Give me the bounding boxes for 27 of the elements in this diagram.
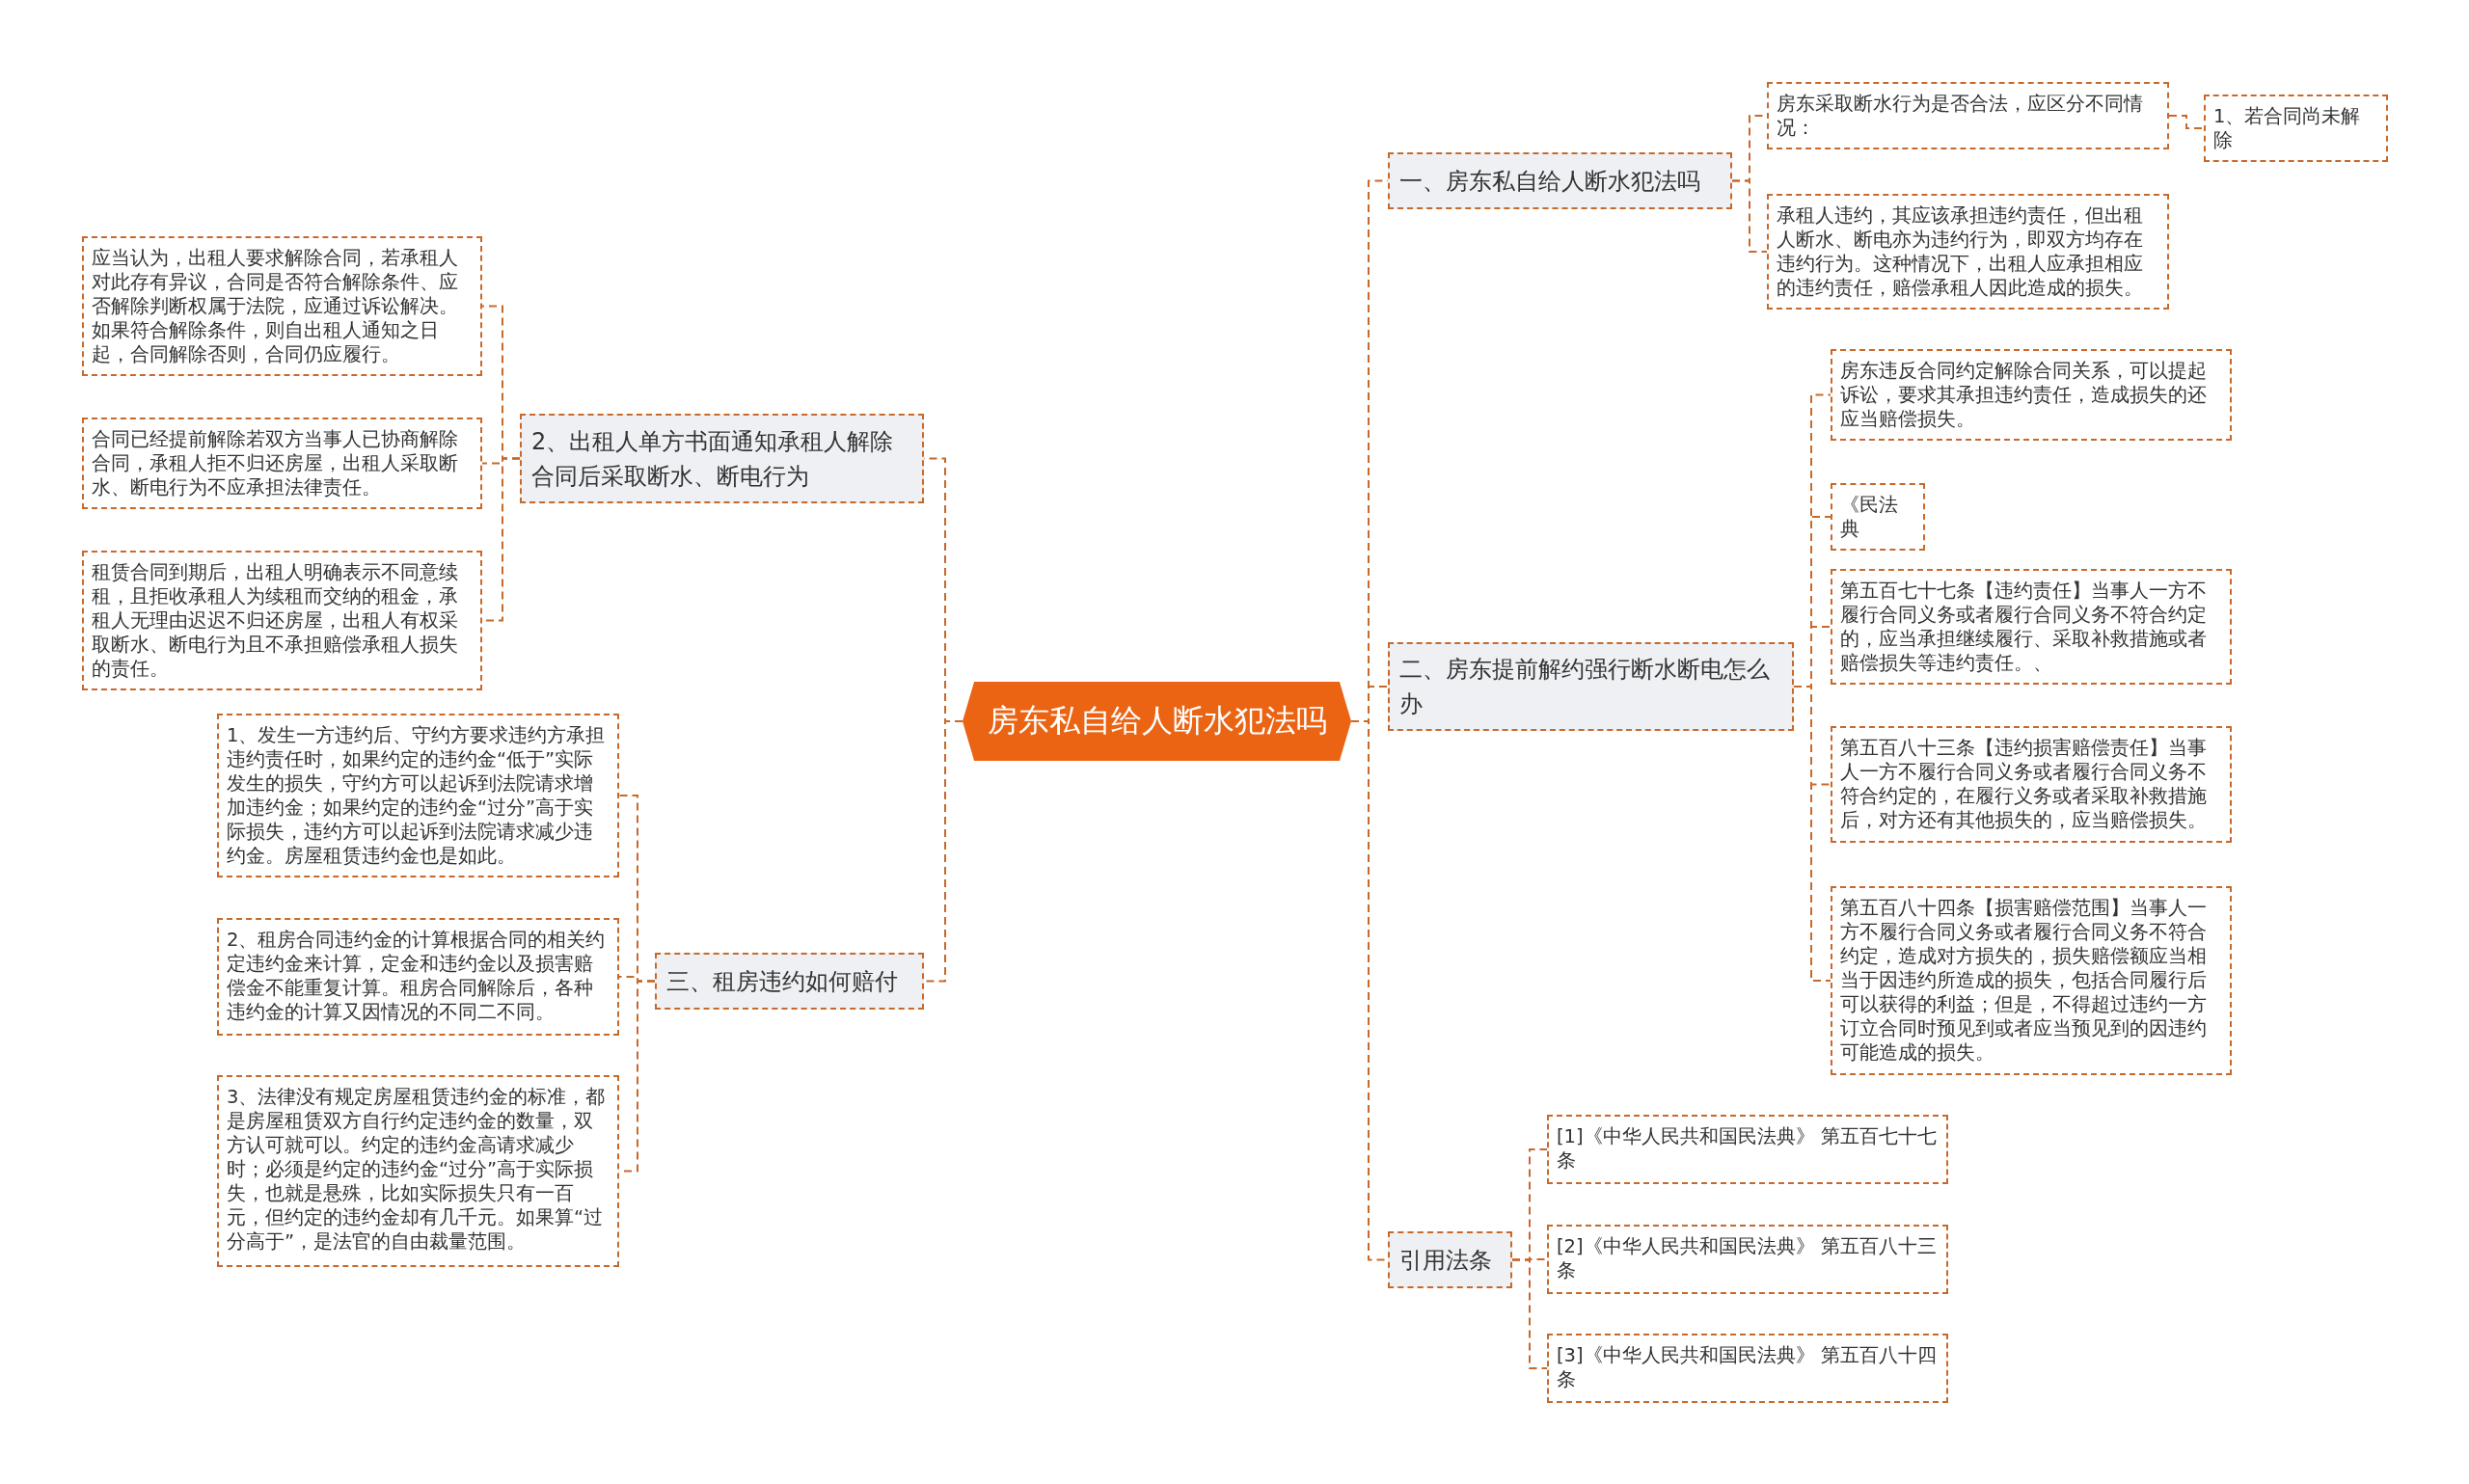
- note-box: 第五百八十三条【违约损害赔偿责任】当事人一方不履行合同义务或者履行合同义务不符合约定的，在履行义务或者采取补救措施后，对方还有其他损失的，应当赔偿损失。: [1831, 726, 2232, 843]
- note-box: 3、法律没有规定房屋租赁违约金的标准，都是房屋租赁双方自行约定违约金的数量，双方认可就可以。约定的违约金高请求减少时；必须是约定的违约金“过分”高于实际损失，也就是悬殊，比如实际损失只有一百元，但约定的违约金却有几千元。如果算“过分高于”，是法官的自由裁量范围。: [217, 1075, 619, 1267]
- note-box: 1、若合同尚未解除: [2204, 94, 2388, 162]
- note-box: 房东违反合同约定解除合同关系，可以提起诉讼，要求其承担违约责任，造成损失的还应当赔偿损失。: [1831, 349, 2232, 441]
- topic-box: 引用法条: [1388, 1231, 1512, 1288]
- note-box: [2]《中华人民共和国民法典》 第五百八十三条: [1547, 1225, 1948, 1294]
- note-box: 承租人违约，其应该承担违约责任，但出租人断水、断电亦为违约行为，即双方均存在违约行为。这种情况下，出租人应承担相应的违约责任，赔偿承租人因此造成的损失。: [1767, 194, 2169, 310]
- topic-box: 2、出租人单方书面通知承租人解除合同后采取断水、断电行为: [520, 414, 924, 503]
- note-box: 租赁合同到期后，出租人明确表示不同意续租，且拒收承租人为续租而交纳的租金，承租人无理由迟迟不归还房屋，出租人有权采取断水、断电行为且不承担赔偿承租人损失的责任。: [82, 551, 482, 690]
- note-box: 应当认为，出租人要求解除合同，若承租人对此存有异议，合同是否符合解除条件、应否解除判断权属于法院，应通过诉讼解决。如果符合解除条件，则自出租人通知之日起，合同解除否则，合同仍应履行。: [82, 236, 482, 376]
- topic-box: 三、租房违约如何赔付: [655, 953, 924, 1010]
- note-box: 房东采取断水行为是否合法，应区分不同情况：: [1767, 82, 2169, 149]
- note-box: 第五百八十四条【损害赔偿范围】当事人一方不履行合同义务或者履行合同义务不符合约定，造成对方损失的，损失赔偿额应当相当于因违约所造成的损失，包括合同履行后可以获得的利益；但是，不得超过违约一方订立合同时预见到或者应当预见到的因违约可能造成的损失。: [1831, 886, 2232, 1075]
- note-box: [3]《中华人民共和国民法典》 第五百八十四条: [1547, 1334, 1948, 1403]
- note-box: [1]《中华人民共和国民法典》 第五百七十七条: [1547, 1115, 1948, 1184]
- note-box: 《民法典: [1831, 483, 1925, 551]
- note-box: 1、发生一方违约后、守约方要求违约方承担违约责任时，如果约定的违约金“低于”实际发生的损失，守约方可以起诉到法院请求增加违约金；如果约定的违约金“过分”高于实际损失，违约方可以起诉到法院请求减少违约金。房屋租赁违约金也是如此。: [217, 714, 619, 877]
- note-box: 第五百七十七条【违约责任】当事人一方不履行合同义务或者履行合同义务不符合约定的，应当承担继续履行、采取补救措施或者赔偿损失等违约责任。、: [1831, 569, 2232, 685]
- topic-box: 一、房东私自给人断水犯法吗: [1388, 152, 1732, 209]
- note-box: 合同已经提前解除若双方当事人已协商解除合同，承租人拒不归还房屋，出租人采取断水、断电行为不应承担法律责任。: [82, 418, 482, 509]
- connector-line: [1793, 686, 1831, 982]
- central-topic: 房东私自给人断水犯法吗: [963, 682, 1351, 761]
- note-box: 2、租房合同违约金的计算根据合同的相关约定违约金来计算，定金和违约金以及损害赔偿金不能重复计算。租房合同解除后，各种违约金的计算又因情况的不同二不同。: [217, 918, 619, 1036]
- connector-line: [1511, 1258, 1548, 1369]
- connector-line: [1731, 179, 1768, 253]
- connector-line: [2168, 115, 2205, 129]
- topic-box: 二、房东提前解约强行断水断电怎么办: [1388, 642, 1794, 731]
